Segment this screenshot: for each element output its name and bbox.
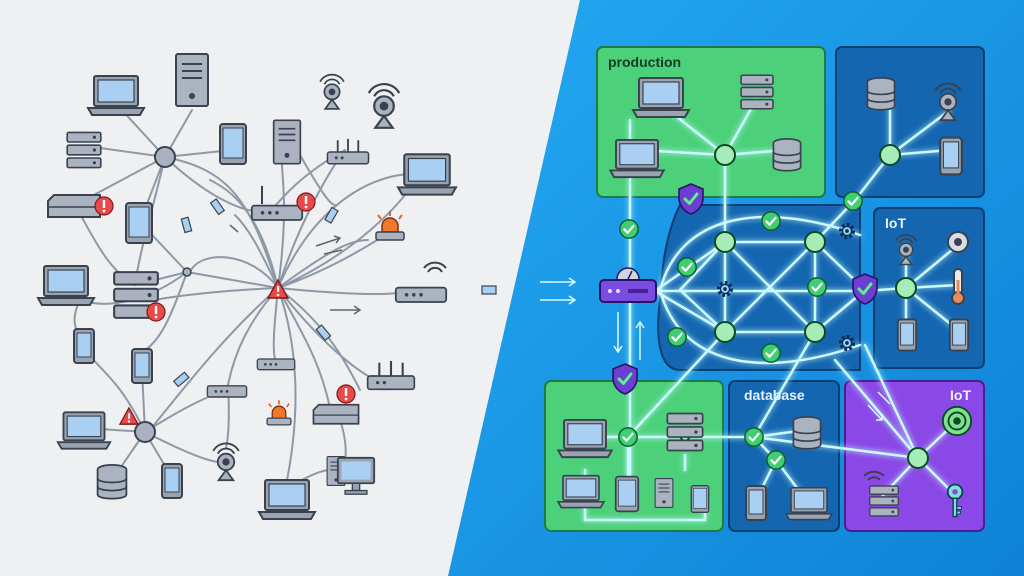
- phone-icon[interactable]: [745, 485, 767, 521]
- server-icon[interactable]: [66, 131, 102, 169]
- hub-node[interactable]: [182, 267, 192, 277]
- check-badge-icon: [760, 210, 782, 232]
- server-icon[interactable]: [666, 412, 704, 452]
- laptop-icon[interactable]: [557, 474, 605, 509]
- server-icon[interactable]: [740, 74, 774, 110]
- laptop-icon[interactable]: [56, 411, 112, 450]
- tablet-icon[interactable]: [614, 475, 640, 513]
- data-packet-icons: [172, 198, 497, 388]
- wifi-signal-icon: [863, 470, 885, 481]
- zone-top-right[interactable]: [835, 46, 985, 198]
- check-badge-icon: [842, 190, 864, 212]
- database-icon[interactable]: [792, 415, 822, 450]
- phone-icon[interactable]: [948, 318, 970, 352]
- zone-label-production: production: [608, 54, 681, 70]
- phone-icon[interactable]: [161, 463, 183, 499]
- flow-arrows-right: [540, 277, 891, 421]
- server-tower-icon[interactable]: [272, 119, 302, 165]
- alert-badge-icon[interactable]: [296, 192, 316, 212]
- zone-label-database: database: [744, 387, 805, 403]
- laptop-icon[interactable]: [257, 478, 317, 521]
- laptop-icon[interactable]: [609, 138, 665, 179]
- laptop-icon[interactable]: [557, 418, 613, 459]
- check-badge-icon: [618, 218, 640, 240]
- laptop-icon[interactable]: [631, 76, 691, 119]
- flow-arrows: [229, 224, 362, 315]
- laptop-icon[interactable]: [37, 265, 95, 306]
- zone-core: [657, 204, 861, 371]
- router-icon[interactable]: [394, 286, 448, 303]
- zone-label-iot-top: IoT: [885, 215, 906, 231]
- firewall-router[interactable]: [599, 267, 657, 303]
- check-badge-icon: [617, 426, 639, 448]
- hub-node[interactable]: [154, 146, 176, 168]
- server-tower-icon[interactable]: [175, 53, 209, 107]
- laptop-icon[interactable]: [397, 153, 457, 196]
- check-badge-icon: [666, 326, 688, 348]
- alert-badge-icon[interactable]: [146, 302, 166, 322]
- phone-icon[interactable]: [130, 347, 154, 385]
- check-badge-icon: [806, 276, 828, 298]
- check-badge-icon: [676, 256, 698, 278]
- server-icon[interactable]: [868, 485, 900, 517]
- phone-icon[interactable]: [939, 136, 963, 176]
- nas-icon[interactable]: [312, 403, 360, 425]
- zone-label-iot-bottom: IoT: [950, 387, 971, 403]
- laptop-icon[interactable]: [87, 75, 145, 116]
- router-icon[interactable]: [250, 204, 304, 221]
- hub-node[interactable]: [134, 421, 156, 443]
- switch-icon[interactable]: [256, 358, 296, 371]
- database-icon[interactable]: [866, 76, 896, 111]
- sensor-icon-core: [954, 238, 962, 246]
- sensor-icon[interactable]: [941, 405, 973, 437]
- tablet-icon[interactable]: [690, 484, 710, 514]
- database-icon[interactable]: [96, 463, 128, 500]
- nas-icon[interactable]: [46, 193, 102, 219]
- check-badge-icon: [743, 426, 765, 448]
- phone-icon[interactable]: [72, 327, 96, 365]
- tablet-icon[interactable]: [219, 123, 247, 165]
- alert-badge-icon[interactable]: [94, 196, 114, 216]
- thermometer-icon[interactable]: [951, 268, 965, 305]
- tablet-icon[interactable]: [124, 201, 154, 245]
- database-icon[interactable]: [772, 137, 802, 172]
- server-tower-icon[interactable]: [654, 477, 674, 509]
- check-badge-icon: [760, 342, 782, 364]
- laptop-icon[interactable]: [785, 486, 833, 521]
- check-badge-icon: [765, 449, 787, 471]
- alert-badge-icon[interactable]: [336, 384, 356, 404]
- switch-icon[interactable]: [206, 384, 248, 398]
- wifi-signal-icon: [423, 261, 447, 273]
- phone-icon[interactable]: [896, 318, 918, 352]
